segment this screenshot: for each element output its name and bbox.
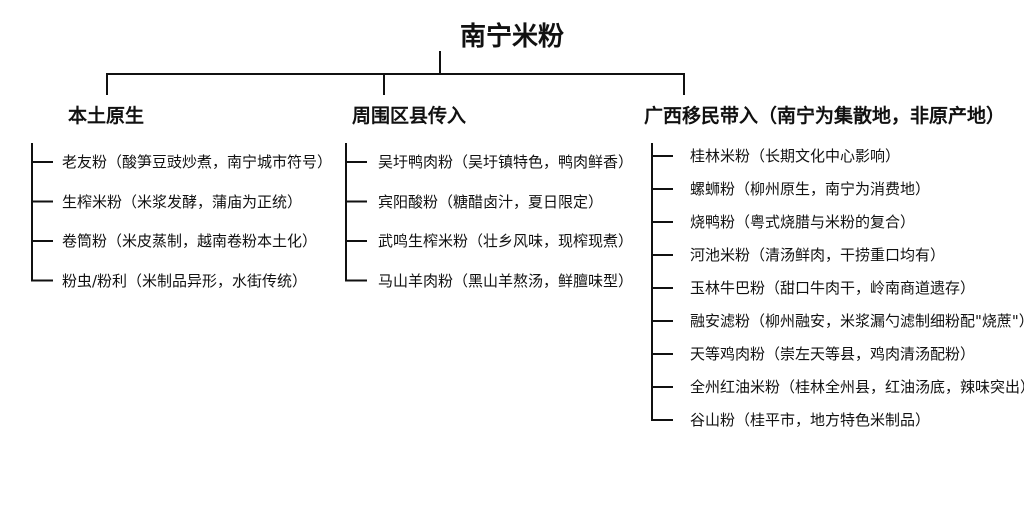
- migrant-item-1: 桂林米粉（长期文化中心影响）: [690, 147, 901, 165]
- nearby-county-item-2: 宾阳酸粉（糖醋卤汁，夏日限定）: [378, 192, 604, 211]
- migrant-item-5: 玉林牛巴粉（甜口牛肉干，岭南商道遗存）: [690, 279, 976, 297]
- native-item-2: 生榨米粉（米浆发酵，蒲庙为正统）: [62, 192, 303, 211]
- migrant-item-4: 河池米粉（清汤鲜肉，干捞重口均有）: [690, 246, 946, 264]
- migrant-item-6: 融安滤粉（柳州融安，米浆漏勺滤制细粉配"烧蔗"）: [690, 312, 1024, 330]
- migrant-item-3: 烧鸭粉（粤式烧腊与米粉的复合）: [690, 213, 916, 231]
- migrant-item-7: 天等鸡肉粉（崇左天等县，鸡肉清汤配粉）: [690, 345, 976, 363]
- nearby-county-item-1: 吴圩鸭肉粉（吴圩镇特色，鸭肉鲜香）: [378, 153, 634, 171]
- branch-title-nearby-counties: 周围区县传入: [352, 105, 467, 127]
- root-node-title: 南宁米粉: [459, 22, 564, 52]
- migrant-item-2: 螺蛳粉（柳州原生，南宁为消费地）: [690, 180, 931, 198]
- branch-title-native: 本土原生: [68, 105, 145, 127]
- migrant-item-9: 谷山粉（桂平市，地方特色米制品）: [690, 411, 931, 429]
- nearby-county-item-4: 马山羊肉粉（黑山羊熬汤，鲜膻味型）: [378, 271, 634, 290]
- native-item-4: 粉虫/粉利（米制品异形，水街传统）: [62, 271, 308, 290]
- branch-title-guangxi-migrants: 广西移民带入（南宁为集散地，非原产地）: [644, 105, 1006, 127]
- native-item-3: 卷筒粉（米皮蒸制，越南卷粉本土化）: [62, 232, 318, 250]
- native-item-1: 老友粉（酸笋豆豉炒煮，南宁城市符号）: [62, 153, 333, 171]
- migrant-item-8: 全州红油米粉（桂林全州县，红油汤底，辣味突出）: [690, 378, 1024, 396]
- nearby-county-item-3: 武鸣生榨米粉（壮乡风味，现榨现煮）: [378, 232, 634, 250]
